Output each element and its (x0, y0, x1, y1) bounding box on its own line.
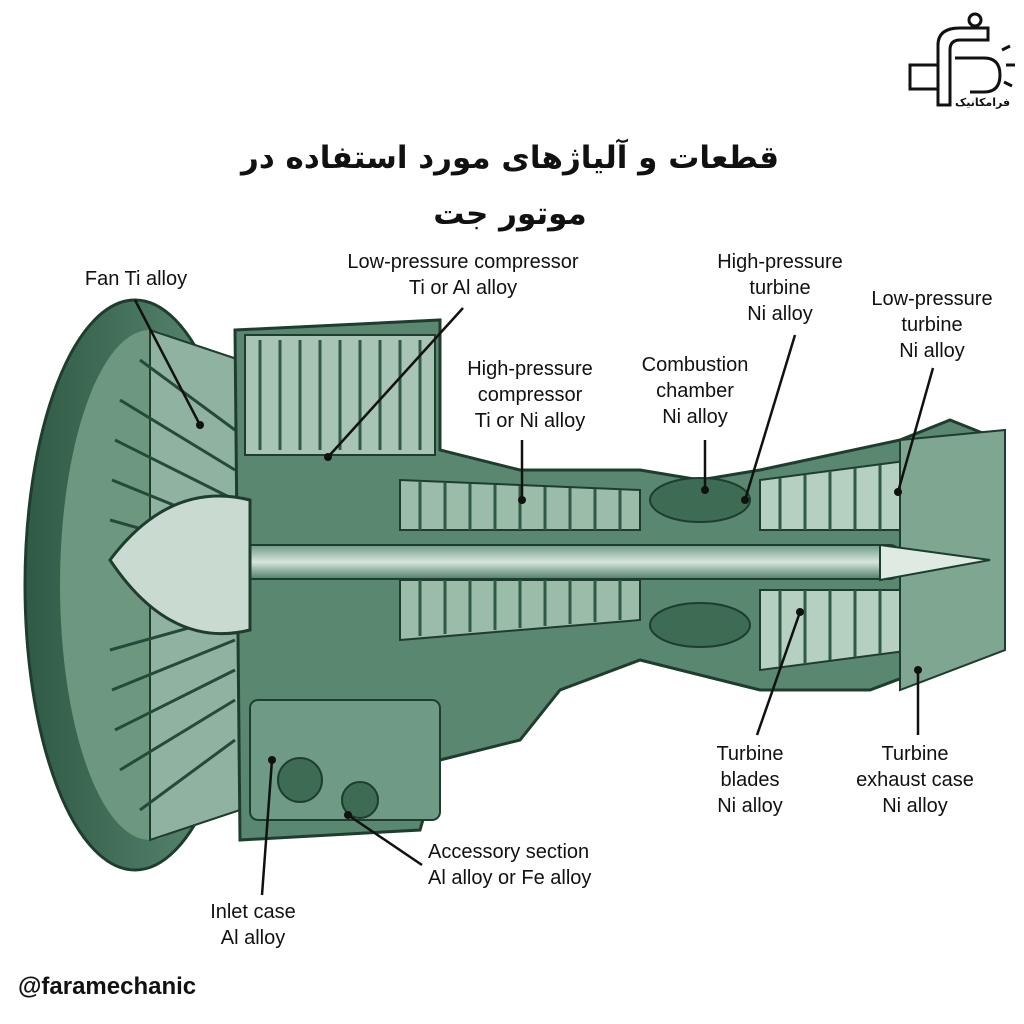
label-fan: Fan Ti alloy (84, 268, 188, 290)
label-low-pressure-turbine: Low-pressure turbine Ni alloy (871, 288, 993, 362)
label-high-pressure-compressor: High-pressure compressor Ti or Ni alloy (467, 358, 593, 432)
label-low-pressure-compressor: Low-pressure compressor Ti or Al alloy (347, 251, 579, 299)
page-title-line-2: موتور جت (433, 196, 587, 232)
label-inlet-case: Inlet case Al alloy (210, 901, 296, 949)
label-high-pressure-turbine: High-pressure turbine Ni alloy (717, 251, 843, 325)
label-accessory-section: Accessory section Al alloy or Fe alloy (428, 841, 592, 889)
main-shaft (199, 544, 901, 580)
label-turbine-blades: Turbine blades Ni alloy (716, 743, 784, 817)
social-handle: @faramechanic (18, 973, 197, 1000)
combustion-chamber-shape (649, 477, 751, 523)
label-turbine-exhaust-case: Turbine exhaust case Ni alloy (856, 743, 974, 817)
nose-cone (108, 494, 252, 636)
label-combustion-chamber: Combustion chamber Ni alloy (641, 354, 749, 428)
page-title-line-1: قطعات و آلیاژهای مورد استفاده در (240, 140, 780, 176)
logo-text: فرامکانیک (955, 96, 1011, 109)
leader-lines (133, 299, 935, 896)
faramechanic-logo-icon (908, 12, 1015, 107)
